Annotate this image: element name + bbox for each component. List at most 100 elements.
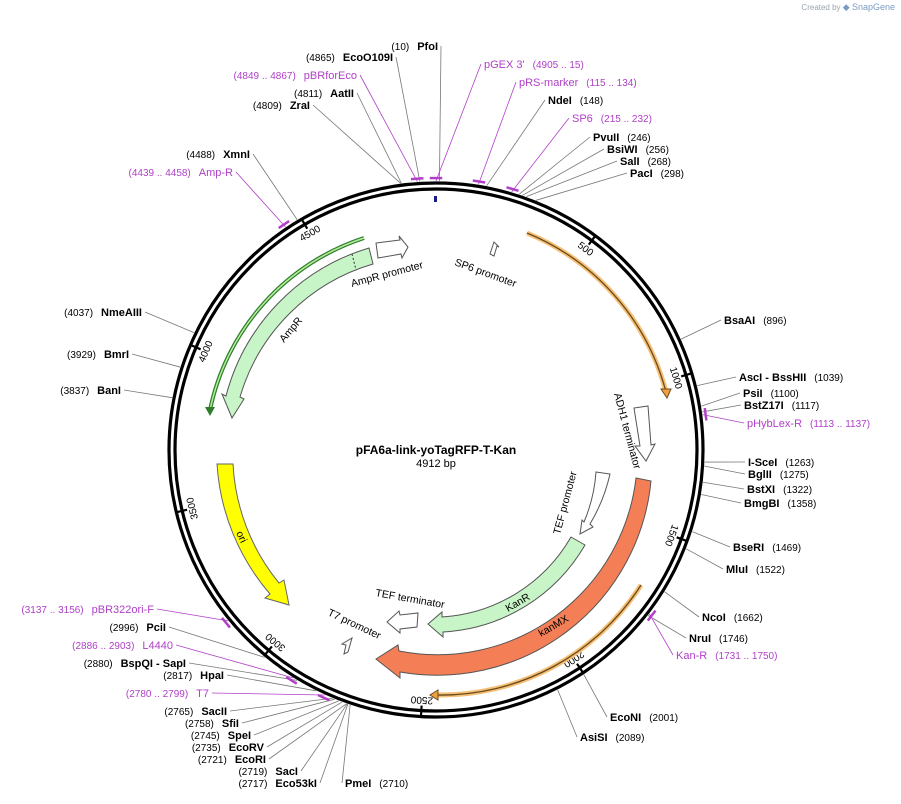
enzyme-bsaai-label[interactable]: BsaAI(896) xyxy=(724,315,787,327)
enzyme-saci-position: (2719) xyxy=(238,767,267,778)
enzyme-bsaai-position: (896) xyxy=(763,316,786,327)
enzyme-nrui-label[interactable]: NruI(1746) xyxy=(689,633,748,645)
adh1-terminator-feature xyxy=(633,405,656,462)
enzyme-bseri-name: BseRI xyxy=(733,542,764,554)
enzyme-paci-label[interactable]: PacI(298) xyxy=(630,168,684,180)
enzyme-mlui-label[interactable]: MluI(1522) xyxy=(726,564,785,576)
primer-pbrforeco-name: pBRforEco xyxy=(304,70,357,82)
enzyme-eco53ki-label[interactable]: (2717)Eco53kI xyxy=(239,778,318,790)
enzyme-pvuii-label[interactable]: PvuII(246) xyxy=(593,132,651,144)
primer-pbr322ori-f-binding-mark xyxy=(221,617,231,629)
ori-label: ori xyxy=(233,529,249,545)
enzyme-pmei-label[interactable]: PmeI(2710) xyxy=(345,778,408,790)
plasmid-name: pFA6a-link-yoTagRFP-T-Kan xyxy=(356,443,516,457)
enzyme-bmri-position: (3929) xyxy=(67,350,96,361)
primer-sp6-label[interactable]: SP6(215 .. 232) xyxy=(572,113,652,125)
enzyme-bsiwi-position: (256) xyxy=(646,145,669,156)
primer-pbr322ori-f-label[interactable]: (3137 .. 3156)pBR322ori-F xyxy=(21,604,154,616)
enzyme-ecorv-label[interactable]: (2735)EcoRV xyxy=(192,742,265,754)
enzyme-bsiwi-label[interactable]: BsiWI(256) xyxy=(607,144,669,156)
ori-feature xyxy=(216,463,290,606)
enzyme-pcii-label[interactable]: (2996)PciI xyxy=(110,622,166,634)
primer-prs-marker-label[interactable]: pRS-marker(115 .. 134) xyxy=(519,77,637,89)
primer-phyblex-r-label[interactable]: pHybLex-R(1113 .. 1137) xyxy=(747,418,870,430)
enzyme-pfoi-position: (10) xyxy=(391,42,409,53)
enzyme-nmeaiii-label[interactable]: (4037)NmeAIII xyxy=(64,307,142,319)
enzyme-nrui-leader xyxy=(647,615,687,639)
primer-sp6-binding-mark xyxy=(506,186,519,193)
primer-t7-binding-mark xyxy=(317,693,330,702)
enzyme-bmri-label[interactable]: (3929) BmrI xyxy=(67,349,129,361)
enzyme-ecori-label[interactable]: (2721)EcoRI xyxy=(198,754,266,766)
enzyme-ncoi-label[interactable]: NcoI(1662) xyxy=(702,612,763,624)
enzyme-ndei-position: (148) xyxy=(580,96,603,107)
enzyme-saci-label[interactable]: (2719)SacI xyxy=(238,766,298,778)
sp6-promoter-label: SP6 promoter xyxy=(453,257,518,291)
enzyme-hpai-name: HpaI xyxy=(200,670,224,682)
enzyme-sfii-label[interactable]: (2758)SfiI xyxy=(185,718,239,730)
tick-label-1000: 1000 xyxy=(667,366,684,391)
enzyme-bani-label[interactable]: (3837)BanI xyxy=(60,385,121,397)
primer-l4440-label[interactable]: (2886 .. 2903)L4440 xyxy=(72,640,173,652)
enzyme-asci-bsshii-leader xyxy=(697,376,737,386)
enzyme-bseri-label[interactable]: BseRI (1469) xyxy=(733,542,801,554)
primer-pgex-3--label[interactable]: pGEX 3'(4905 .. 15) xyxy=(484,59,584,71)
snapgene-credit: Created by ◆ SnapGene xyxy=(801,2,895,13)
enzyme-xmni-label[interactable]: (4488)XmnI xyxy=(186,149,250,161)
enzyme-bstz17i-label[interactable]: BstZ17I(1117) xyxy=(744,400,819,412)
enzyme-sacii-label[interactable]: (2765)SacII xyxy=(164,706,227,718)
enzyme-ecori-name: EcoRI xyxy=(235,754,266,766)
enzyme-psii-label[interactable]: PsiI(1100) xyxy=(743,388,799,400)
enzyme-psii-leader xyxy=(701,392,741,407)
enzyme-bmgbi-label[interactable]: BmgBI(1358) xyxy=(744,498,816,510)
enzyme-pfoi-label[interactable]: (10) PfoI xyxy=(391,41,438,53)
enzyme-i-scei-label[interactable]: I-SceI (1263) xyxy=(748,457,814,469)
enzyme-i-scei-position: (1263) xyxy=(785,458,814,469)
primer-kan-r-label[interactable]: Kan-R(1731 .. 1750) xyxy=(676,650,777,662)
primer-sp6-leader xyxy=(511,117,570,193)
enzyme-hpai-label[interactable]: (2817)HpaI xyxy=(163,670,224,682)
enzyme-ndei-label[interactable]: NdeI(148) xyxy=(548,95,603,107)
t7-promoter-label: T7 promoter xyxy=(326,607,383,642)
enzyme-nrui-position: (1746) xyxy=(719,634,748,645)
enzyme-spei-label[interactable]: (2745) SpeI xyxy=(191,730,251,742)
primer-amp-r-label[interactable]: (4439 .. 4458)Amp-R xyxy=(129,167,234,179)
enzyme-bspqi-sapi-label[interactable]: (2880)BspQI - SapI xyxy=(84,658,186,670)
enzyme-nmeaiii-position: (4037) xyxy=(64,308,93,319)
primer-prs-marker-position: (115 .. 134) xyxy=(586,78,636,89)
enzyme-pfoi-name: PfoI xyxy=(417,41,438,53)
enzyme-aatii-label[interactable]: (4811)AatII xyxy=(294,88,354,100)
primer-prs-marker-leader xyxy=(478,81,517,185)
tick-mark-1000 xyxy=(680,372,692,378)
enzyme-ecoo109i-label[interactable]: (4865)EcoO109I xyxy=(306,52,393,64)
enzyme-bani-leader xyxy=(123,389,173,399)
kanMX-feature xyxy=(375,477,652,680)
enzyme-asisi-position: (2089) xyxy=(616,733,645,744)
enzyme-econi-label[interactable]: EcoNI(2001) xyxy=(610,712,678,724)
primer-pgex-3--name: pGEX 3' xyxy=(484,59,525,71)
enzyme-bstxi-label[interactable]: BstXI(1322) xyxy=(747,484,812,496)
enzyme-i-scei-name: I-SceI xyxy=(748,457,777,469)
enzyme-zrai-label[interactable]: (4809)ZraI xyxy=(253,100,310,112)
enzyme-bmgbi-leader xyxy=(701,494,742,504)
enzyme-bglii-label[interactable]: BglII(1275) xyxy=(748,469,809,481)
enzyme-asci-bsshii-label[interactable]: AscI - BssHII(1039) xyxy=(739,372,843,384)
primer-t7-label[interactable]: (2780 .. 2799)T7 xyxy=(126,688,209,700)
enzyme-spei-name: SpeI xyxy=(228,730,251,742)
primer-pbrforeco-position: (4849 .. 4867) xyxy=(234,71,296,82)
enzyme-bmri-name: BmrI xyxy=(104,349,129,361)
enzyme-asisi-label[interactable]: AsiSI(2089) xyxy=(580,732,644,744)
primer-pbrforeco-label[interactable]: (4849 .. 4867) pBRforEco xyxy=(234,70,357,82)
enzyme-bmgbi-name: BmgBI xyxy=(744,498,779,510)
enzyme-pmei-leader xyxy=(341,704,351,784)
enzyme-mlui-leader xyxy=(686,548,724,570)
enzyme-sacii-leader xyxy=(229,697,333,712)
enzyme-sali-label[interactable]: SalI(268) xyxy=(620,156,671,168)
enzyme-bstz17i-name: BstZ17I xyxy=(744,400,784,412)
enzyme-bseri-position: (1469) xyxy=(772,543,801,554)
enzyme-bstxi-position: (1322) xyxy=(783,485,812,496)
enzyme-spei-position: (2745) xyxy=(191,731,220,742)
enzyme-bseri-leader xyxy=(692,531,731,548)
t7-promoter-feature xyxy=(340,636,353,655)
